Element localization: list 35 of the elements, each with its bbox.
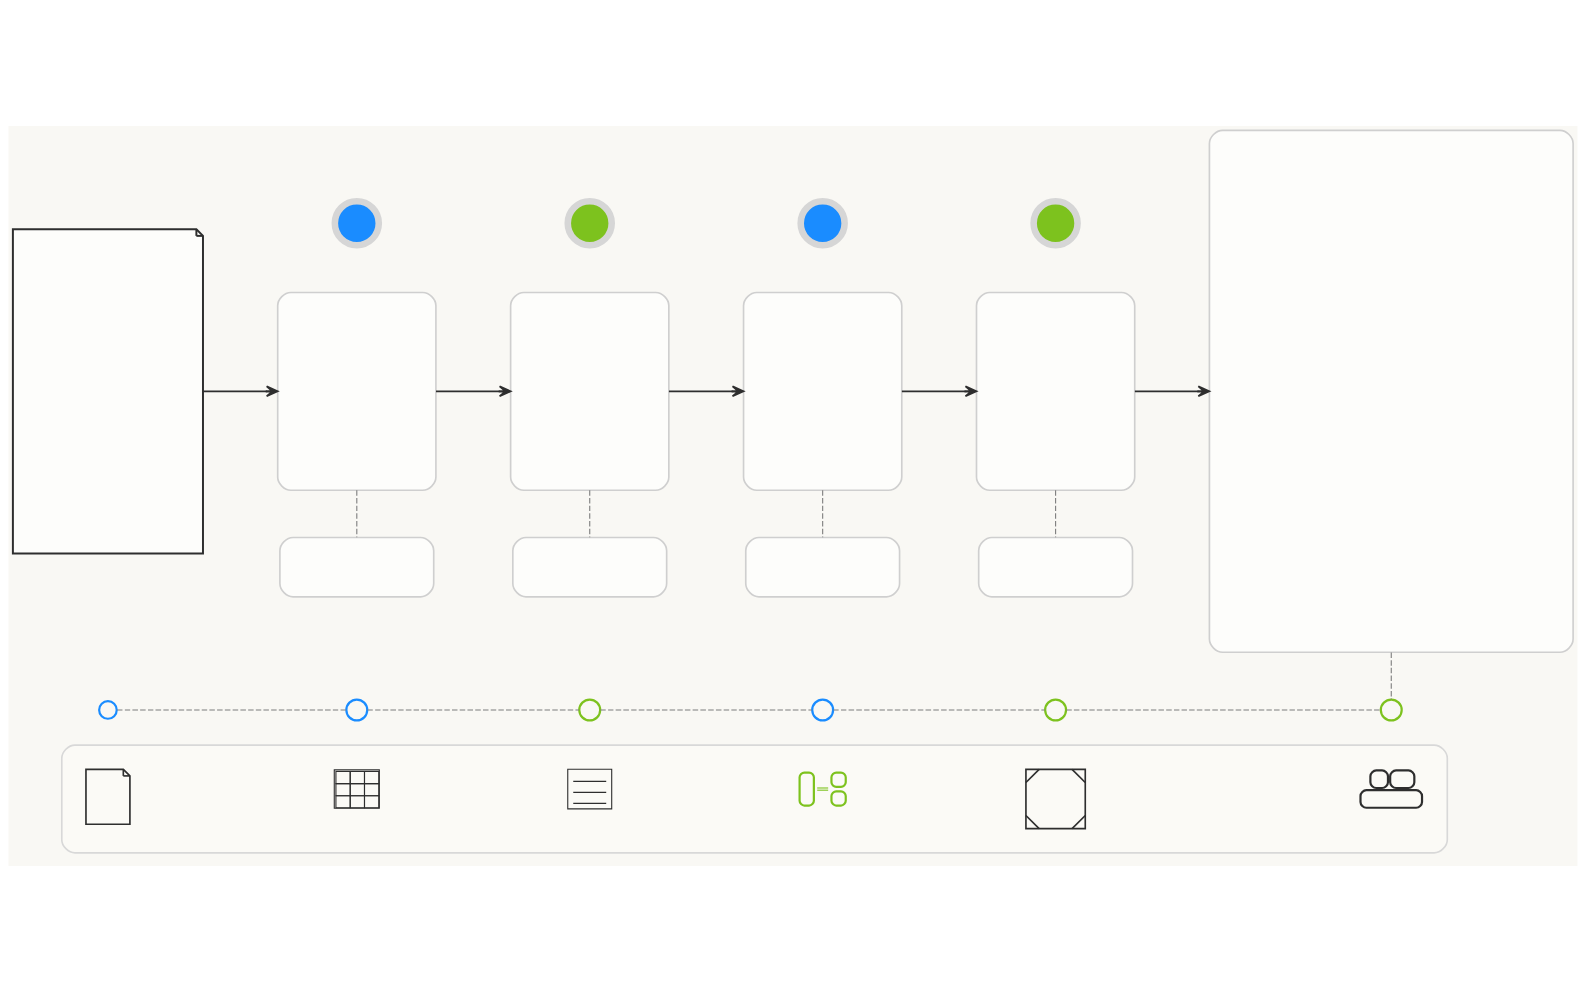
connector: [832, 709, 1046, 711]
node-box: [975, 291, 1136, 492]
node-circle: [98, 700, 118, 720]
node-box: [742, 291, 903, 492]
connector: [356, 489, 358, 538]
node-circle: [578, 698, 602, 722]
arrow: [1134, 385, 1211, 398]
node-circle: [1030, 197, 1081, 249]
connector: [822, 489, 824, 538]
node-circle: [331, 197, 383, 249]
node-circle: [345, 698, 369, 722]
node-box: [279, 536, 435, 598]
connector: [599, 709, 813, 711]
connector: [1055, 489, 1057, 538]
node-box: [512, 536, 668, 598]
node-box: [1208, 129, 1574, 654]
node-box: [509, 291, 670, 492]
node-box: [276, 291, 437, 492]
arrow: [435, 385, 512, 398]
arrow: [202, 385, 279, 398]
node-circle: [797, 197, 848, 249]
node-circle: [564, 197, 615, 249]
node-circle: [1379, 698, 1403, 722]
arrow: [901, 385, 978, 398]
node-box: [977, 536, 1134, 598]
connector: [1390, 651, 1392, 700]
connector: [366, 709, 580, 711]
connector: [116, 709, 347, 711]
arrow: [668, 385, 745, 398]
connector: [1065, 709, 1382, 711]
cluster: [60, 744, 1449, 854]
connector: [589, 489, 591, 538]
node-box: [744, 536, 901, 598]
node-circle: [1044, 698, 1068, 722]
node-circle: [811, 698, 835, 722]
